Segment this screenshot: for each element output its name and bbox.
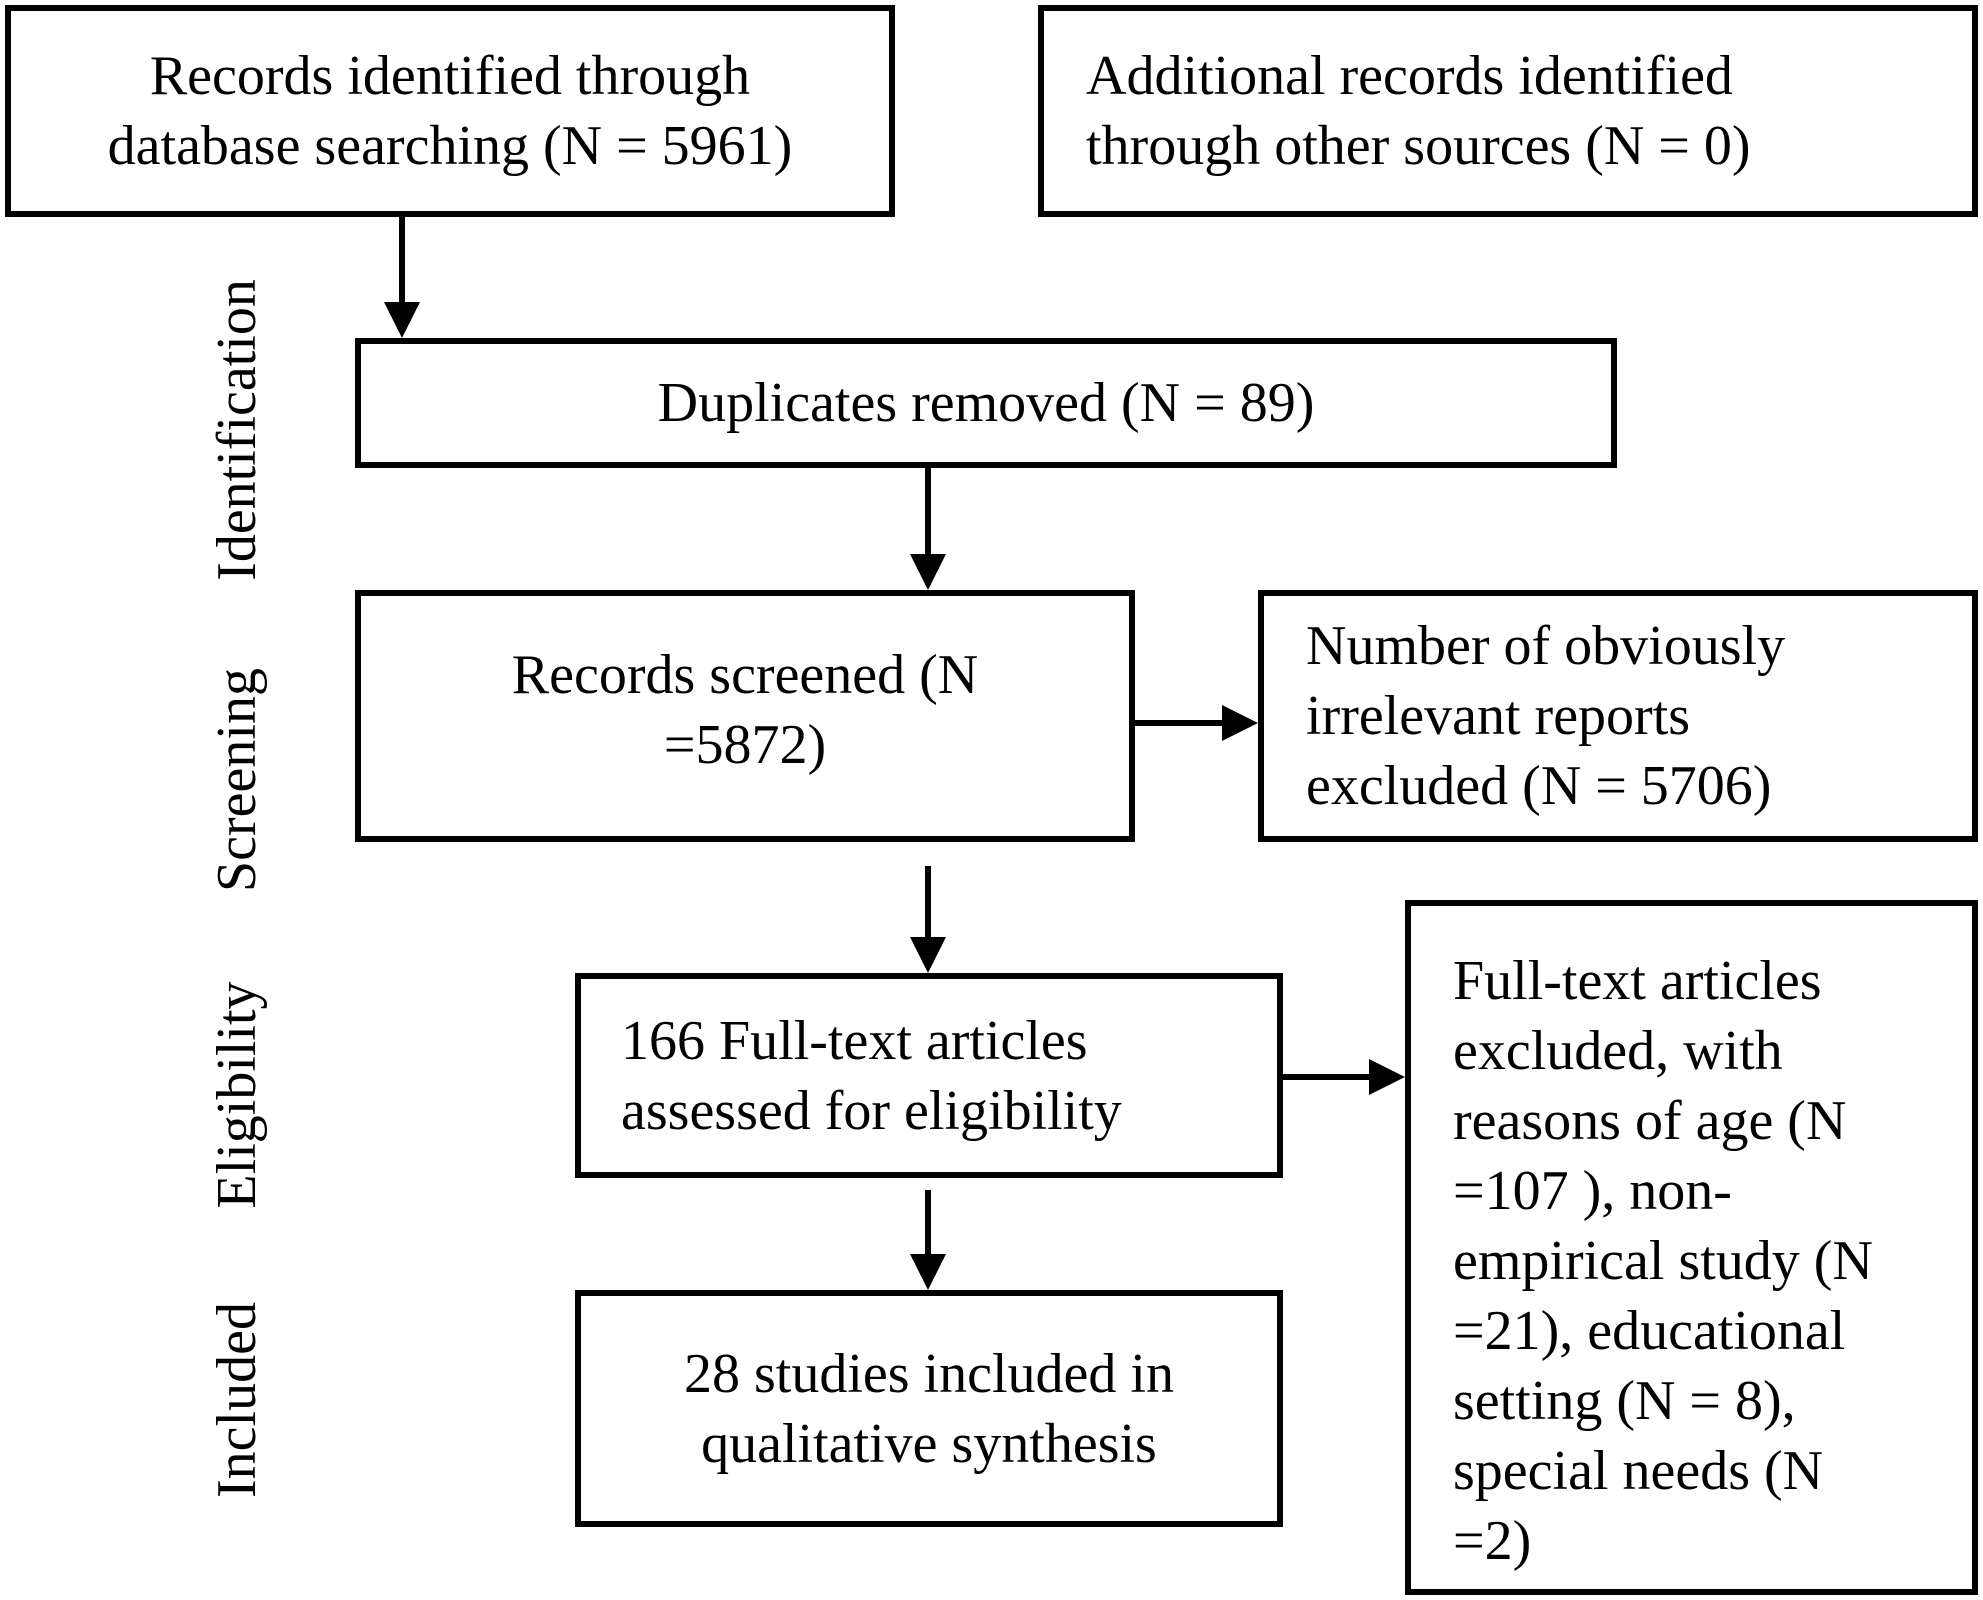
studies-included-text: 28 studies included in qualitative synth…: [684, 1342, 1174, 1475]
other-records-box: Additional records identified through ot…: [1038, 5, 1978, 217]
records-screened-box: Records screened (N =5872): [355, 590, 1135, 842]
fulltext-assessed-text: 166 Full-text articles assessed for elig…: [621, 1009, 1122, 1142]
records-screened-text: Records screened (N =5872): [511, 644, 979, 776]
database-records-text: Records identified through database sear…: [107, 45, 793, 177]
other-records-text: Additional records identified through ot…: [1086, 45, 1751, 177]
stage-label-identification: Identification: [206, 279, 268, 581]
fulltext-excluded-text: Full-text articles excluded, with reason…: [1453, 950, 1873, 1572]
fulltext-assessed-box: 166 Full-text articles assessed for elig…: [575, 973, 1283, 1178]
stage-label-included: Included: [206, 1302, 268, 1498]
stage-label-screening: Screening: [206, 668, 268, 892]
irrelevant-excluded-box: Number of obviously irrelevant reports e…: [1258, 590, 1978, 842]
irrelevant-excluded-text: Number of obviously irrelevant reports e…: [1306, 615, 1786, 817]
duplicates-removed-text: Duplicates removed (N = 89): [657, 372, 1315, 434]
studies-included-box: 28 studies included in qualitative synth…: [575, 1290, 1283, 1527]
duplicates-removed-box: Duplicates removed (N = 89): [355, 338, 1617, 468]
fulltext-excluded-box: Full-text articles excluded, with reason…: [1405, 900, 1978, 1595]
database-records-box: Records identified through database sear…: [5, 5, 895, 217]
stage-label-eligibility: Eligibility: [206, 981, 268, 1209]
